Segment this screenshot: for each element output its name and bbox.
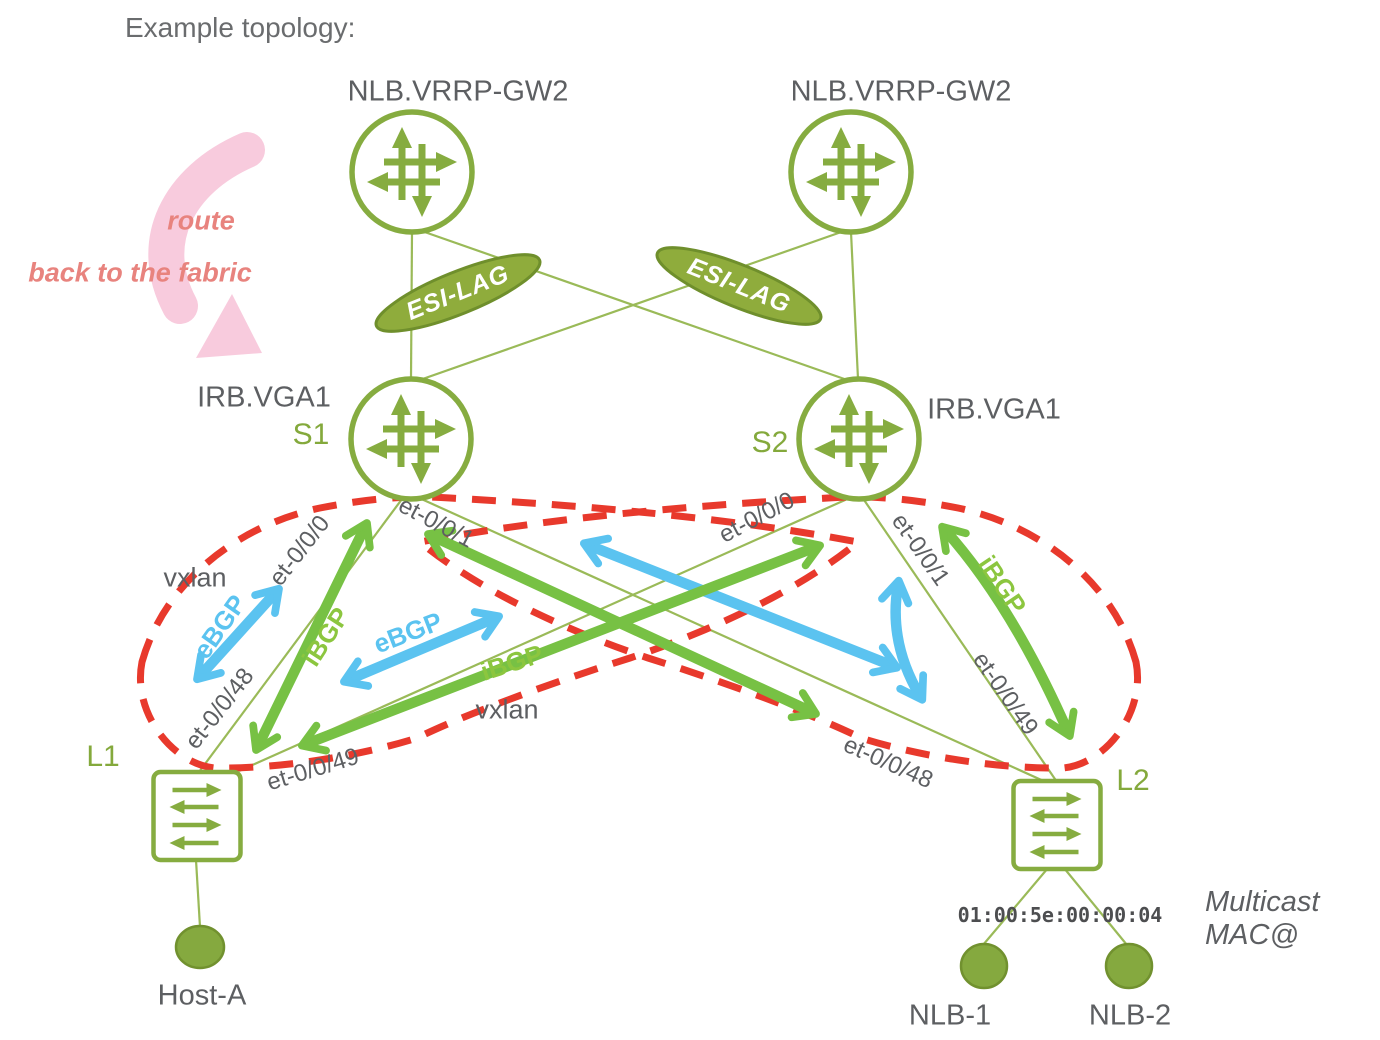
s2-label: S2 (751, 426, 789, 459)
vxlan-label-middle: vxlan (475, 694, 539, 725)
spine-s1-icon (351, 379, 471, 499)
nlb1-label: NLB-1 (908, 999, 992, 1032)
route-annotation-line2: back to the fabric (28, 257, 252, 288)
esi-lag-badge-left (374, 253, 542, 333)
irb-label-s2: IRB.VGA1 (927, 393, 1061, 426)
nlb2-label: NLB-2 (1088, 999, 1172, 1032)
multicast-caption-line1: Multicast (1205, 886, 1320, 918)
esi-lag-badge-right (655, 246, 823, 326)
ebgp-arrow-cross (579, 534, 902, 677)
multicast-mac-caption: Multicast MAC@ (1205, 886, 1319, 953)
l1-label: L1 (86, 740, 120, 773)
link-l1-hosta (194, 859, 202, 928)
spine-s2-icon (799, 379, 919, 499)
vxlan-domain-left (137, 493, 866, 772)
vxlan-domain-right (412, 493, 1141, 772)
ibgp-arrow-l1-s2 (297, 536, 825, 755)
multicast-mac-address: 01:00:5e:00:00:04 (957, 903, 1163, 927)
link-gw2-s2 (849, 231, 860, 380)
l2-label: L2 (1116, 764, 1150, 797)
gw2-label: NLB.VRRP-GW2 (790, 75, 1012, 108)
page-title: Example topology: (125, 12, 356, 43)
ibgp-arrow-right (938, 522, 1078, 740)
nlb2-node-icon (1104, 942, 1154, 990)
leaf-l1-icon (154, 772, 241, 860)
nlb1-node-icon (959, 942, 1009, 990)
irb-label-s1: IRB.VGA1 (197, 381, 331, 414)
link-l2-nlb2 (1063, 867, 1128, 946)
gw1-router-icon (352, 112, 472, 232)
gw2-router-icon (791, 112, 911, 232)
host-a-label: Host-A (157, 979, 247, 1012)
link-gw2-s1 (413, 228, 848, 384)
leaf-l2-icon (1014, 781, 1101, 869)
multicast-caption-line2: MAC@ (1205, 919, 1299, 952)
host-a-node-icon (174, 924, 226, 970)
link-l2-nlb1 (982, 867, 1049, 946)
route-annotation-line1: route (167, 205, 235, 236)
vxlan-label-left: vxlan (163, 562, 227, 593)
route-back-arrow (148, 132, 265, 358)
ebgp-arrow-right (878, 576, 928, 704)
gw1-label: NLB.VRRP-GW2 (347, 75, 569, 108)
s1-label: S1 (292, 418, 330, 451)
